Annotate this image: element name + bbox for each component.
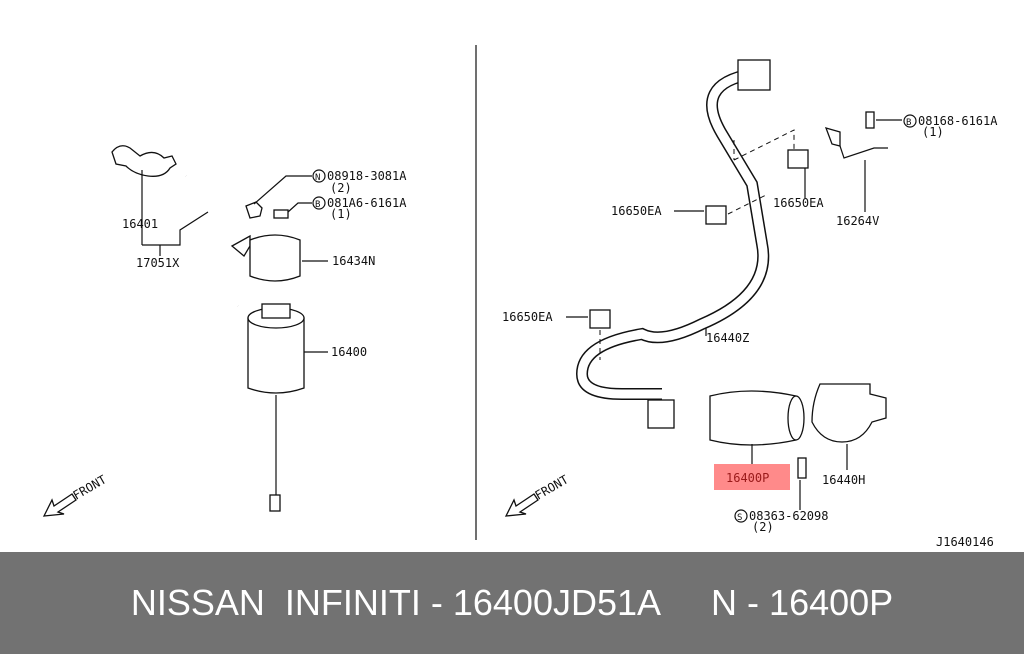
bolt-081a6: B bbox=[273, 196, 326, 219]
front-label-right: FRONT bbox=[533, 472, 571, 502]
label-16440z: 16440Z bbox=[706, 331, 749, 345]
label-16434n: 16434N bbox=[332, 254, 375, 268]
separator: - bbox=[420, 582, 453, 623]
label-08363-62098: 08363-62098 bbox=[749, 509, 828, 523]
label-16400p: 16400P bbox=[726, 471, 769, 485]
circle-n-icon: N bbox=[315, 173, 320, 183]
circle-b-icon: B bbox=[315, 200, 320, 210]
brand-name: NISSAN INFINITI bbox=[130, 582, 421, 623]
label-081a6-6161a: 081A6-6161A bbox=[327, 196, 407, 210]
label-16650ea-top: 16650EA bbox=[773, 196, 824, 210]
spacer bbox=[661, 582, 711, 624]
highlight-16400p bbox=[714, 464, 790, 490]
bracket-16434n bbox=[230, 234, 328, 282]
filter-bracket-16440h bbox=[811, 383, 887, 470]
parts-diagram: 16401 17051X N 08918-3081A (2) B 081A6-6… bbox=[42, 45, 998, 549]
label-08168-6161a: 08168-6161A bbox=[918, 114, 998, 128]
label-16264v: 16264V bbox=[836, 214, 879, 228]
qty-08918: (2) bbox=[330, 181, 352, 195]
label-16650ea-mid: 16650EA bbox=[611, 204, 662, 218]
bracket-16264v: B bbox=[824, 111, 917, 212]
ref-number: 16400P bbox=[769, 582, 894, 623]
priming-pump-16401 bbox=[111, 145, 177, 245]
label-08918-3081a: 08918-3081A bbox=[327, 169, 407, 183]
fuel-hose-17051x bbox=[142, 172, 240, 310]
circle-s-icon: S bbox=[737, 513, 742, 523]
drawing-id: J1640146 bbox=[936, 535, 994, 549]
fuel-filter-16400p bbox=[709, 390, 805, 464]
nut-08918: N bbox=[245, 169, 326, 219]
qty-08363: (2) bbox=[752, 520, 774, 534]
fuel-tube-16440z bbox=[575, 59, 771, 429]
part-number-banner: NISSAN INFINITI - 16400JD51A N - 16400P bbox=[0, 552, 1024, 654]
part-number: 16400JD51A bbox=[452, 582, 662, 623]
screw-08363: S bbox=[734, 457, 807, 523]
qty-081a6: (1) bbox=[330, 207, 352, 221]
front-arrow-right: FRONT bbox=[504, 472, 571, 517]
front-arrow-left: FRONT bbox=[42, 472, 109, 517]
label-16650ea-left: 16650EA bbox=[502, 310, 553, 324]
circle-b-icon-2: B bbox=[906, 118, 911, 128]
separator-2: - bbox=[737, 582, 770, 623]
label-16400: 16400 bbox=[331, 345, 367, 359]
qty-08168: (1) bbox=[922, 125, 944, 139]
label-16401: 16401 bbox=[122, 217, 158, 231]
front-label-left: FRONT bbox=[71, 472, 109, 502]
clamps-16650ea bbox=[566, 129, 809, 360]
label-17051x: 17051X bbox=[136, 256, 180, 270]
fuel-filter-16400 bbox=[247, 303, 328, 512]
label-16440h: 16440H bbox=[822, 473, 865, 487]
ref-prefix: N bbox=[711, 582, 738, 623]
